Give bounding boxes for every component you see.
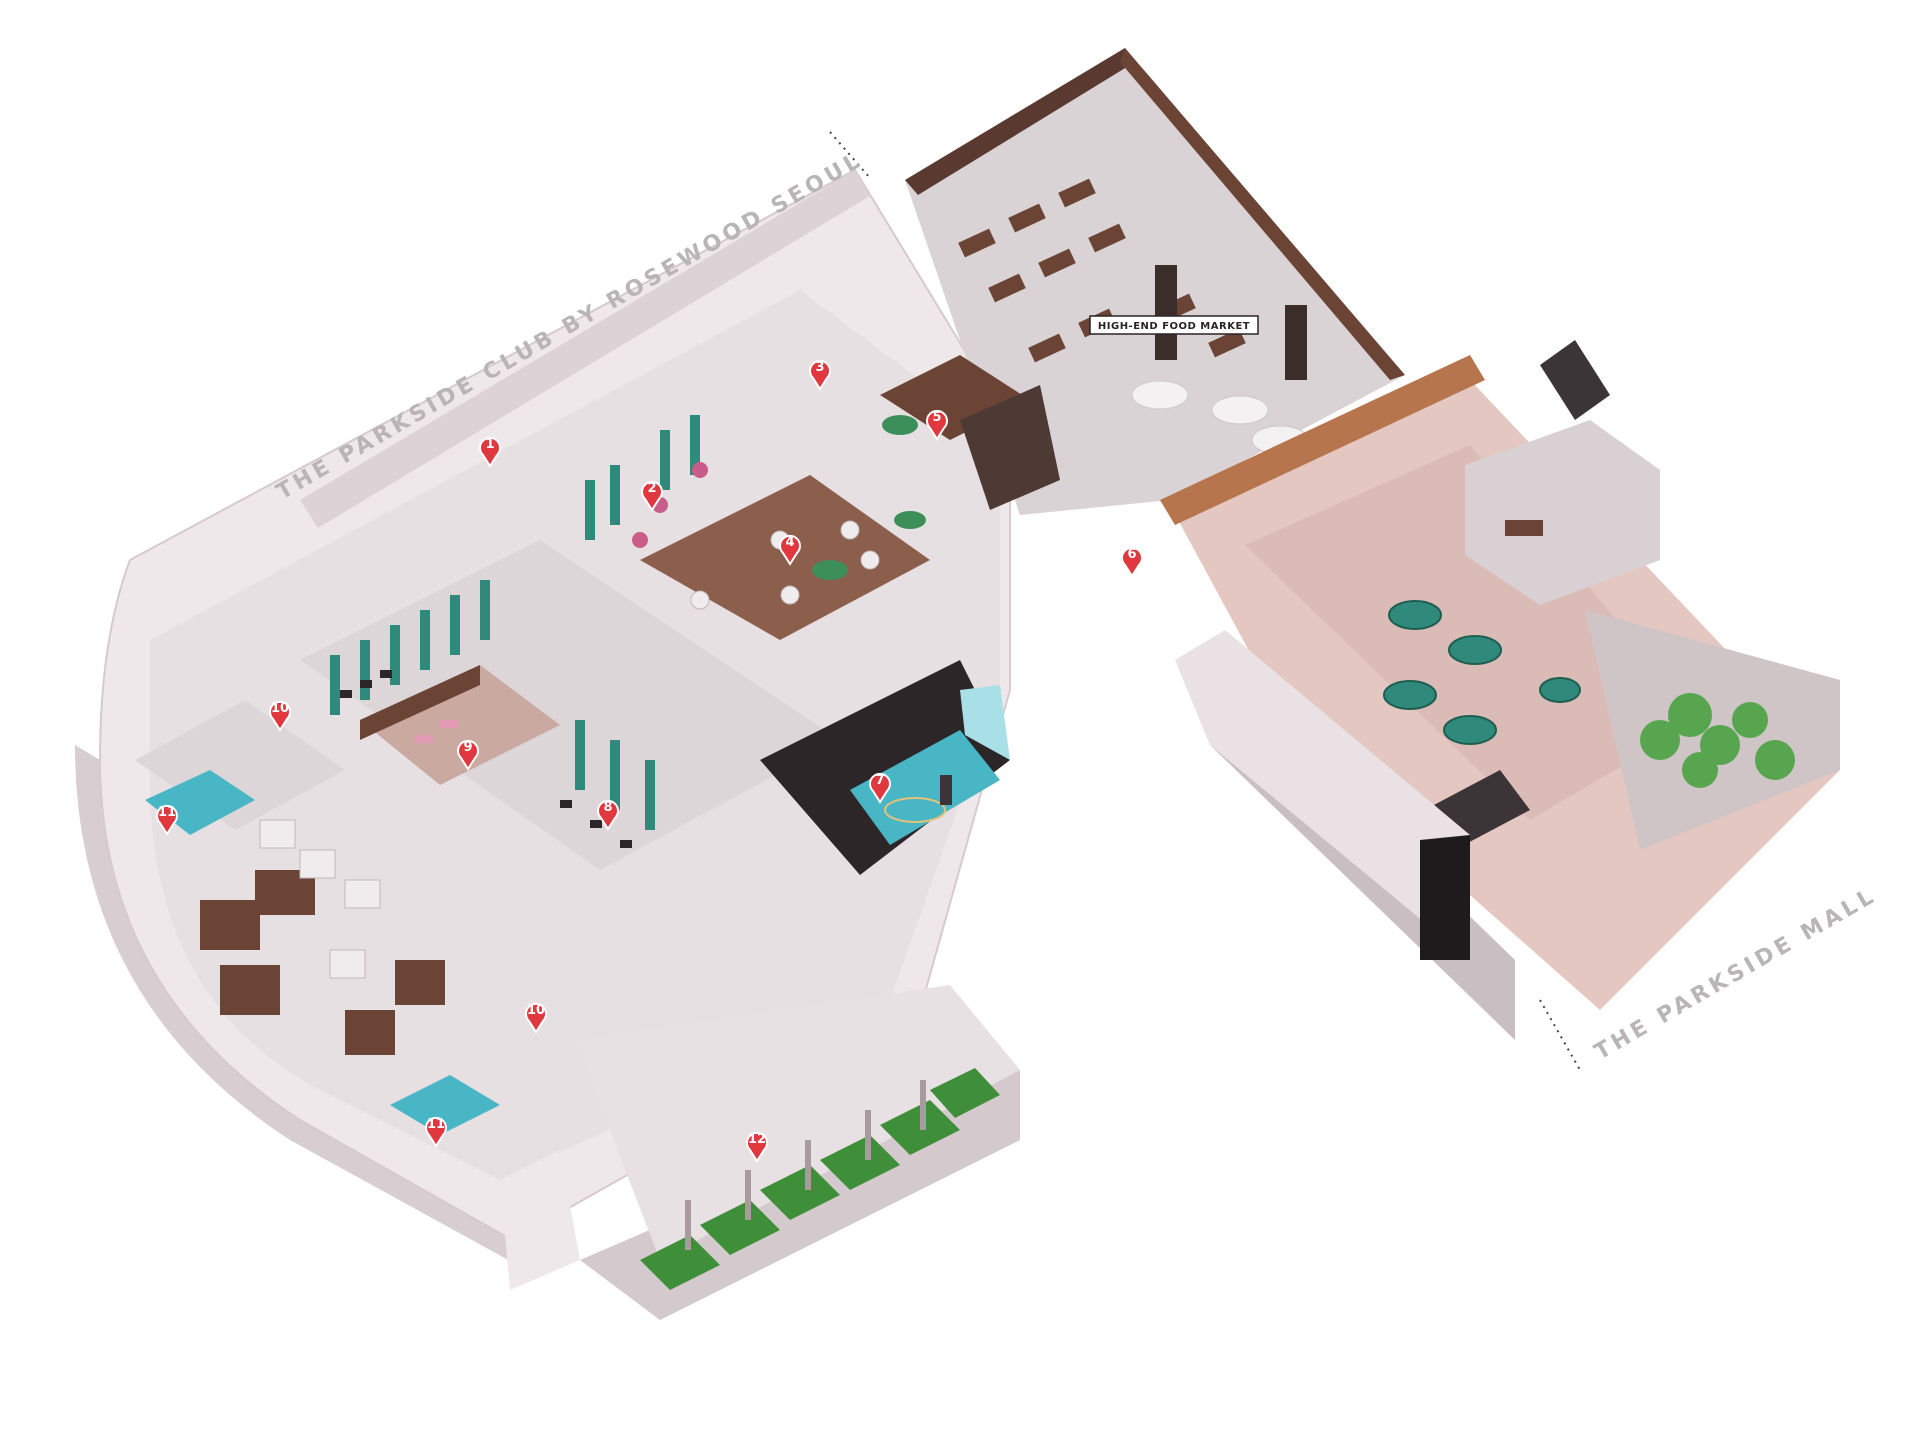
gym-area xyxy=(300,415,840,870)
marker-8[interactable]: 8 xyxy=(597,799,619,831)
water-courtyard xyxy=(760,660,1010,875)
marker-1[interactable]: 1 xyxy=(479,436,501,468)
marker-4-number: 4 xyxy=(785,535,794,550)
mall-area xyxy=(1160,340,1840,1040)
marker-11-a[interactable]: 11 xyxy=(156,804,178,836)
marker-4[interactable]: 4 xyxy=(779,534,801,566)
food-market-tag[interactable]: HIGH-END FOOD MARKET xyxy=(1089,315,1259,335)
marker-6[interactable]: 6 xyxy=(1121,546,1143,578)
food-market-tag-text: HIGH-END FOOD MARKET xyxy=(1098,321,1250,332)
marker-12[interactable]: 12 xyxy=(746,1131,768,1163)
marker-3-number: 3 xyxy=(815,360,824,375)
marker-12-number: 12 xyxy=(748,1132,766,1147)
spa-area xyxy=(135,700,500,1135)
marker-7-number: 7 xyxy=(875,773,884,788)
marker-9-number: 9 xyxy=(463,740,472,755)
marker-6-number: 6 xyxy=(1127,547,1136,562)
marker-9[interactable]: 9 xyxy=(457,739,479,771)
marker-10-b[interactable]: 10 xyxy=(525,1002,547,1034)
marker-11-a-number: 11 xyxy=(158,805,176,820)
marker-5[interactable]: 5 xyxy=(926,409,948,441)
marker-10-a[interactable]: 10 xyxy=(269,700,291,732)
marker-10-b-number: 10 xyxy=(527,1003,545,1018)
marker-2[interactable]: 2 xyxy=(641,480,663,512)
marker-2-number: 2 xyxy=(647,481,656,496)
golf-area xyxy=(500,985,1020,1320)
marker-11-b-number: 11 xyxy=(427,1117,445,1132)
marker-1-number: 1 xyxy=(485,437,494,452)
marker-8-number: 8 xyxy=(603,800,612,815)
marker-layer: 1 2 3 4 5 6 7 8 xyxy=(156,359,1143,1163)
marker-11-b[interactable]: 11 xyxy=(425,1116,447,1148)
marker-10-a-number: 10 xyxy=(271,701,289,716)
marker-7[interactable]: 7 xyxy=(869,772,891,804)
marker-5-number: 5 xyxy=(932,410,941,425)
marker-3[interactable]: 3 xyxy=(809,359,831,391)
